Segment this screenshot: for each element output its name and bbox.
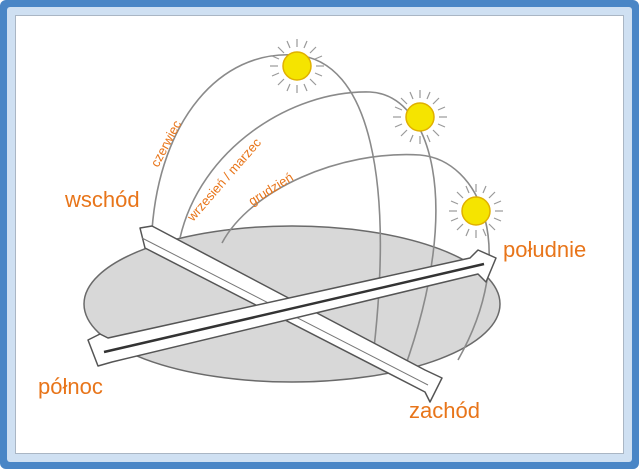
label-equinox: wrzesień / marzec bbox=[183, 135, 264, 225]
north-south-arrow bbox=[87, 249, 497, 367]
label-june: czerwiec bbox=[147, 117, 184, 169]
label-west: zachód bbox=[409, 398, 480, 423]
sun-june bbox=[269, 38, 325, 94]
label-south: południe bbox=[503, 237, 586, 262]
equinox-sun-path bbox=[179, 91, 437, 371]
label-east: wschód bbox=[64, 187, 140, 212]
sun-equinox bbox=[392, 89, 448, 145]
sun-december bbox=[448, 183, 504, 239]
label-north: północ bbox=[38, 374, 103, 399]
label-december: grudzień bbox=[246, 169, 296, 208]
